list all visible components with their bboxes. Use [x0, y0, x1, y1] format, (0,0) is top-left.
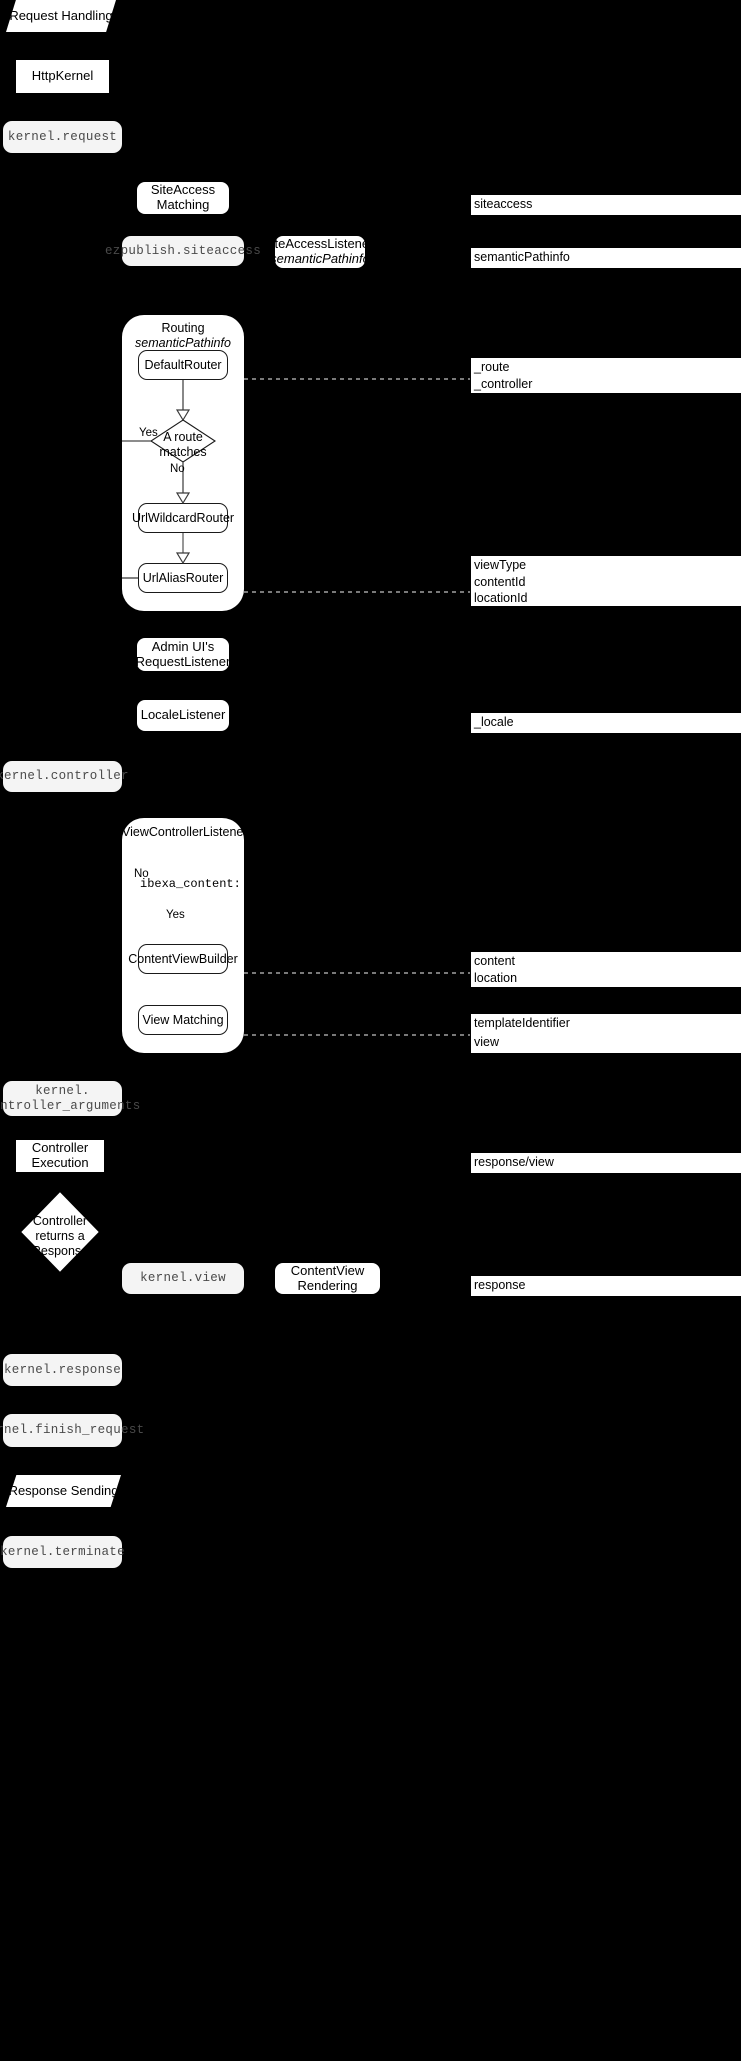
view-controller-decision-label: ibexa_content: [140, 877, 241, 891]
node-controller-execution: Controller Execution [16, 1140, 104, 1172]
attr-content-location: content location [471, 952, 741, 987]
routing-title-line1: Routing semanticPathinfo [135, 321, 231, 350]
attr-line: _locale [474, 715, 514, 729]
admin-ui-listener-line2: RequestListener [135, 653, 231, 669]
event-kernel-view: kernel.view [122, 1263, 244, 1294]
event-kernel-finish-request: kernel.finish_request [0, 1414, 144, 1447]
event-ezpublish-siteaccess: ezpublish.siteaccess [105, 236, 261, 266]
event-kernel-controller-arguments: kernel. controller_arguments [0, 1081, 140, 1116]
event-kernel-request: kernel.request [3, 121, 122, 153]
banner-request-handling: Request Handling [6, 0, 116, 32]
attr-locale: _locale [471, 713, 741, 733]
event-kernel-controller: kernel.controller [0, 761, 129, 792]
view-controller-decision-yes-label: Yes [166, 909, 185, 921]
node-locale-listener: LocaleListener [137, 700, 229, 731]
kernel-controller-arguments-line2: controller_arguments [0, 1098, 141, 1113]
routing-decision-yes-label: Yes [139, 427, 158, 439]
attr-line: response/view [474, 1155, 554, 1169]
routing-decision-no-label: No [170, 463, 185, 475]
attr-line: response [474, 1278, 526, 1292]
node-content-view-builder: ContentViewBuilder [128, 944, 238, 974]
banner-response-sending: Response Sending [6, 1475, 121, 1507]
attr-line: templateIdentifier [474, 1016, 570, 1030]
routing-decision-label: A route matches [159, 430, 207, 459]
node-default-router: DefaultRouter [138, 350, 228, 380]
node-siteaccess-listener: SiteAccessListener: semanticPathinfo [263, 236, 377, 268]
attr-semantic-pathinfo: semanticPathinfo [471, 248, 741, 268]
attr-line: location [474, 970, 518, 985]
attr-view-content-location: viewType contentId locationId [471, 556, 741, 606]
attr-siteaccess: siteaccess [471, 195, 741, 215]
view-controller-decision-no-label: No [134, 868, 149, 880]
attr-line: contentId [474, 574, 526, 589]
attr-line: siteaccess [474, 197, 533, 211]
attr-route-controller: _route _controller [471, 358, 741, 393]
node-url-alias-router: UrlAliasRouter [138, 563, 228, 593]
node-http-kernel: HttpKernel [16, 60, 109, 93]
controller-returns-response-label: Controller returns a Response [31, 1214, 89, 1258]
attr-response: response [471, 1276, 741, 1296]
node-siteaccess-matching: SiteAccess Matching [137, 182, 229, 214]
attr-line: _route [474, 360, 510, 374]
attr-line: viewType [474, 558, 527, 572]
view-controller-listener-title: ViewControllerListener [122, 825, 248, 839]
siteaccess-listener-line2: semanticPathinfo [270, 251, 370, 266]
event-kernel-response: kernel.response [3, 1354, 122, 1386]
attr-line: content [474, 954, 516, 968]
siteaccess-listener-line1: SiteAccessListener: [262, 236, 378, 252]
node-admin-ui-request-listener: Admin UI's RequestListener [135, 638, 231, 671]
node-url-wildcard-router: UrlWildcardRouter [132, 503, 234, 533]
kernel-controller-arguments-line1: kernel. [35, 1084, 90, 1099]
attr-view: view [471, 1033, 741, 1053]
attr-line: locationId [474, 591, 528, 606]
attr-line: _controller [474, 376, 533, 391]
attr-line: view [474, 1035, 500, 1049]
attr-line: semanticPathinfo [474, 250, 570, 264]
node-view-matching: View Matching [138, 1005, 228, 1035]
admin-ui-listener-line1: Admin UI's [151, 638, 215, 654]
attr-response-view: response/view [471, 1153, 741, 1173]
node-contentview-rendering: ContentView Rendering [275, 1263, 380, 1294]
event-kernel-terminate: kernel.terminate [0, 1536, 125, 1568]
